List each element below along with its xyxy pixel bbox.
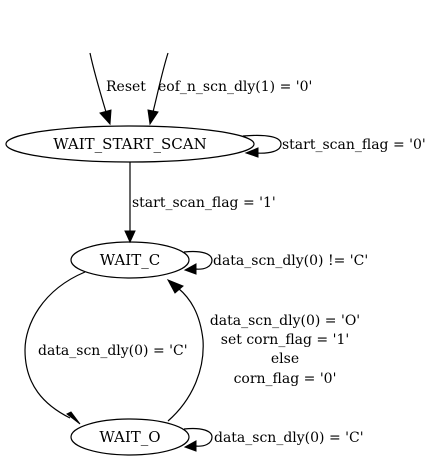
edge-self-wait-start-scan-line — [242, 134, 282, 154]
node-wait-o-label: WAIT_O — [99, 428, 160, 446]
edge-self-wait-c-label: data_scn_dly(0) != 'C' — [213, 253, 368, 269]
edge-self-wait-start-scan: start_scan_flag = '0' — [242, 134, 426, 158]
edge-o-to-c-label-line-2: set corn_flag = '1' — [221, 332, 349, 348]
edge-eof-line — [152, 52, 169, 113]
node-wait-c: WAIT_C — [70, 241, 190, 279]
edge-self-wait-o-arrowhead — [183, 440, 197, 452]
edge-o-to-c: data_scn_dly(0) = 'O' set corn_flag = '1… — [166, 279, 360, 422]
edge-self-wait-o: data_scn_dly(0) = 'C' — [183, 427, 364, 452]
edge-self-wait-o-line — [183, 427, 213, 447]
edge-self-wait-o-label: data_scn_dly(0) = 'C' — [214, 430, 364, 446]
edge-start-to-c-arrowhead — [124, 230, 136, 244]
edge-self-wait-start-scan-arrowhead — [244, 147, 259, 158]
edge-c-to-o: data_scn_dly(0) = 'C' — [24, 271, 188, 425]
edge-self-wait-c-line — [183, 250, 213, 270]
edge-o-to-c-label-line-3: else — [271, 351, 299, 367]
edge-o-to-c-label-line-1: data_scn_dly(0) = 'O' — [210, 313, 360, 329]
edge-o-to-c-label-line-4: corn_flag = '0' — [234, 371, 337, 387]
node-wait-o-ellipse — [70, 418, 190, 456]
node-wait-start-scan: WAIT_START_SCAN — [5, 125, 255, 163]
edge-reset-arrowhead — [99, 109, 112, 126]
edge-eof-arrowhead — [147, 109, 159, 126]
edge-self-wait-c: data_scn_dly(0) != 'C' — [183, 250, 368, 275]
edge-self-wait-c-arrowhead — [183, 263, 197, 275]
edge-o-to-c-arrowhead — [166, 279, 184, 294]
node-wait-o: WAIT_O — [70, 418, 190, 456]
node-wait-start-scan-label: WAIT_START_SCAN — [53, 135, 206, 153]
edge-start-to-c-label: start_scan_flag = '1' — [132, 195, 276, 211]
node-wait-c-label: WAIT_C — [100, 251, 160, 269]
edge-start-to-c: start_scan_flag = '1' — [124, 162, 276, 244]
edge-reset-line — [89, 52, 107, 113]
edge-c-to-o-arrowhead — [66, 411, 81, 425]
edge-eof: eof_n_scn_dly(1) = '0' — [147, 52, 312, 126]
edge-c-to-o-label: data_scn_dly(0) = 'C' — [38, 343, 188, 359]
edge-o-to-c-line — [167, 287, 204, 422]
edge-c-to-o-line — [24, 271, 86, 419]
edge-self-wait-start-scan-label: start_scan_flag = '0' — [282, 137, 426, 153]
edge-reset: Reset — [89, 52, 146, 126]
edge-reset-label: Reset — [106, 79, 146, 95]
edge-eof-label: eof_n_scn_dly(1) = '0' — [158, 79, 312, 95]
